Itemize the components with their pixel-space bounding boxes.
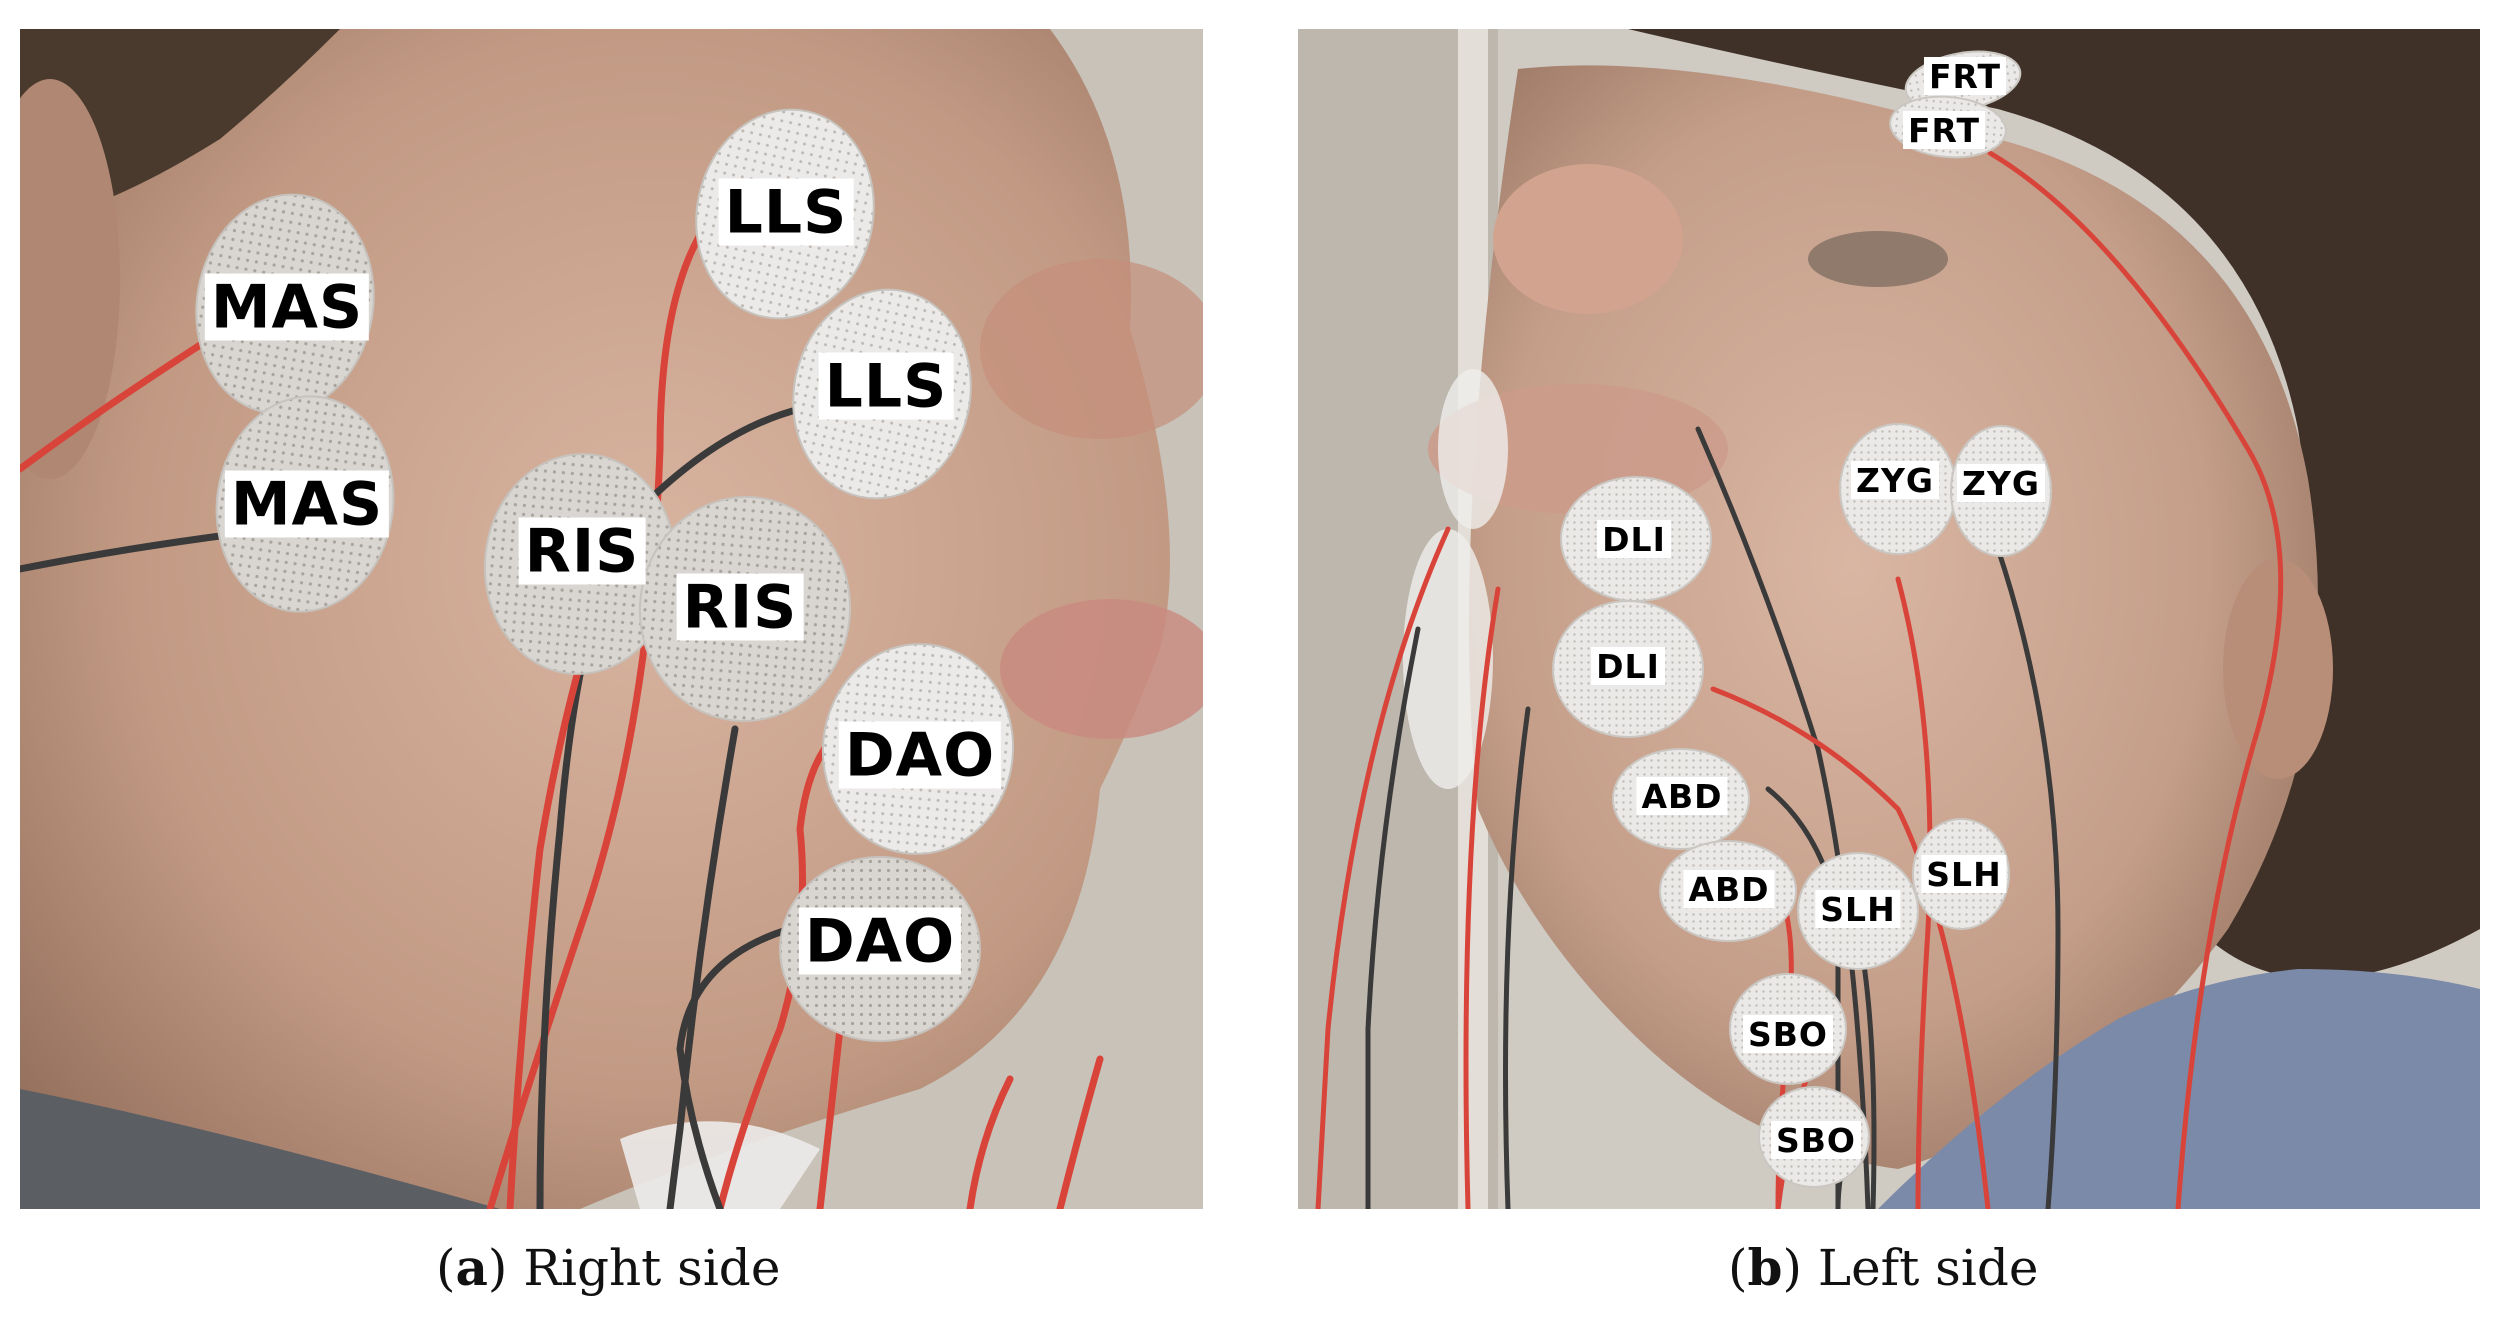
electrode-label: RIS: [518, 517, 646, 585]
electrode-label: FRT: [1924, 57, 2006, 95]
photo-panel-left-side: FRT FRT ZYG ZYG DLI DLI ABD ABD SLH SLH …: [1298, 29, 2480, 1209]
caption-letter: a: [455, 1238, 488, 1297]
electrode-label: LLS: [718, 178, 854, 246]
face-photo-right: [20, 29, 1203, 1209]
electrode-label: SBO: [1743, 1015, 1833, 1053]
electrode-label: ZYG: [1957, 464, 2045, 502]
electrode-label: SLH: [1921, 855, 2007, 893]
electrode-label: SLH: [1815, 890, 1901, 928]
electrode-label: ZYG: [1851, 461, 1939, 499]
electrode-label: DAO: [838, 721, 1002, 789]
electrode-label: ABD: [1636, 777, 1728, 815]
electrode-label: FRT: [1903, 111, 1985, 149]
electrode-label: LLS: [818, 352, 954, 420]
face-photo-left: [1298, 29, 2480, 1209]
electrode-label: MAS: [224, 470, 390, 538]
electrode-label: SBO: [1771, 1121, 1861, 1159]
electrode-label: DAO: [798, 907, 962, 975]
electrode-label: RIS: [676, 573, 804, 641]
electrode-label: DLI: [1591, 647, 1665, 685]
caption-b: (b) Left side: [1728, 1238, 2039, 1297]
caption-a: (a) Right side: [436, 1238, 781, 1297]
caption-text: Left side: [1817, 1239, 2039, 1297]
photo-panel-right-side: MAS MAS LLS LLS RIS RIS DAO DAO: [20, 29, 1203, 1209]
electrode-label: DLI: [1597, 520, 1671, 558]
caption-letter: b: [1747, 1238, 1783, 1297]
electrode-label: MAS: [204, 273, 370, 341]
caption-text: Right side: [523, 1239, 781, 1297]
electrode-label: ABD: [1683, 870, 1775, 908]
